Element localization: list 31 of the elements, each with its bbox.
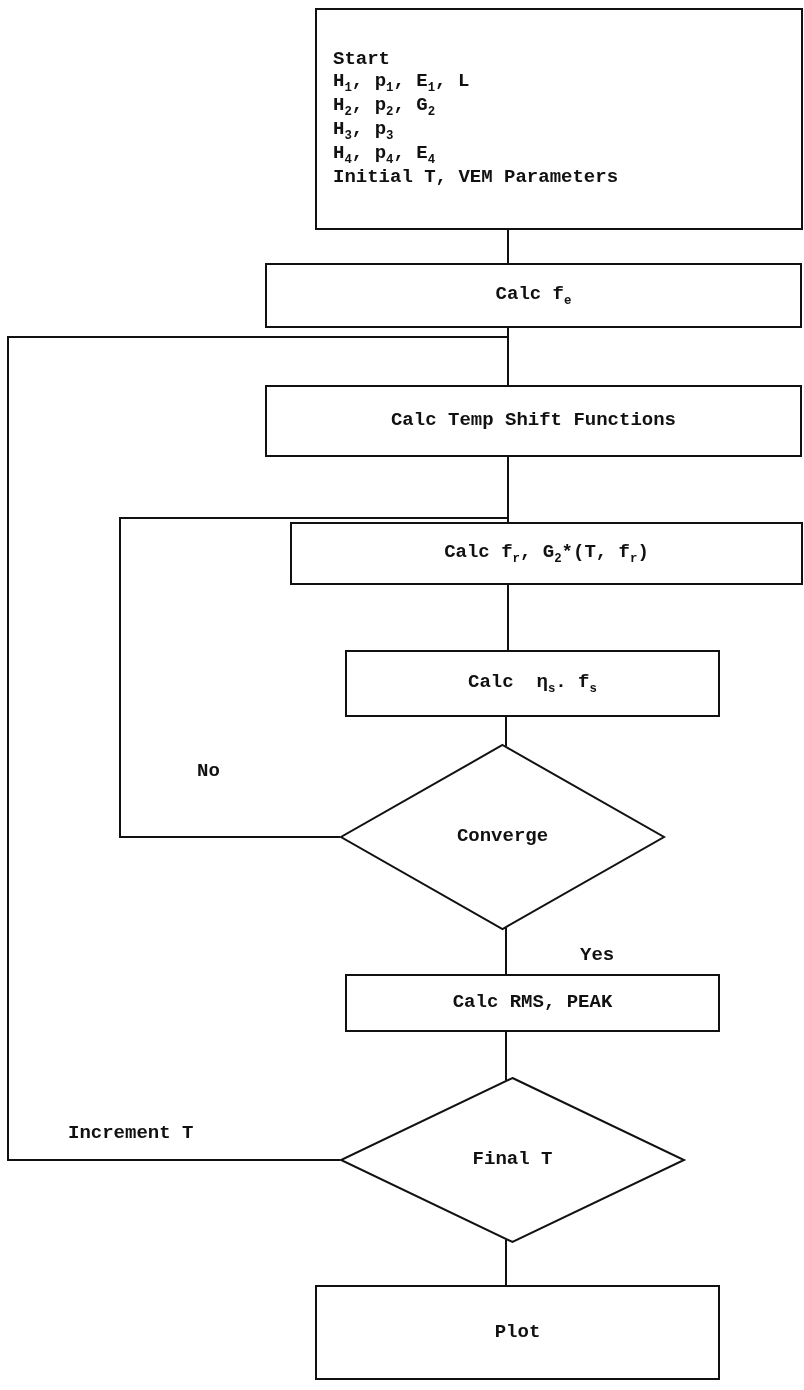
process-box [345, 974, 720, 1032]
decision-diamond [340, 1077, 685, 1243]
connector-line [505, 1238, 507, 1286]
connector-line [505, 1031, 507, 1082]
node-text: Calc Temp Shift Functions [390, 410, 676, 432]
connector-line [507, 229, 509, 264]
process-box [265, 263, 802, 328]
node-text: H$_{2}$, p$_{2}$, G$_{2}$ [333, 95, 436, 119]
node-text: H$_{1}$, p$_{1}$, E$_{1}$, L [333, 71, 470, 95]
process-box [315, 8, 803, 230]
node-text: Converge [456, 826, 549, 848]
process-box [290, 522, 803, 585]
node-text: Calc η$_{s}$. f$_{s}$ [468, 671, 597, 696]
node-text: Initial T, VEM Parameters [333, 166, 619, 189]
node-text: H$_{3}$, p$_{3}$ [333, 119, 394, 143]
connector-line [507, 584, 509, 651]
node-text: Plot [494, 1321, 541, 1344]
process-box [265, 385, 802, 457]
connector-line [7, 336, 509, 1161]
process-box [315, 1285, 720, 1380]
node-text: Calc RMS, PEAK [452, 992, 613, 1014]
decision-diamond [340, 744, 665, 930]
connector-line [119, 517, 509, 838]
node-text: Calc f$_{e}$ [495, 283, 572, 308]
node-text: Calc f$_{r}$, G$_{2}$*(T, f$_{r}$) [444, 541, 649, 566]
process-box [345, 650, 720, 717]
node-text: Final T [472, 1149, 553, 1171]
connector-line [505, 716, 507, 747]
node-text: H$_{4}$, p$_{4}$, E$_{4}$ [333, 143, 436, 167]
connector-line [505, 927, 507, 975]
heading-text: Start [333, 49, 390, 72]
